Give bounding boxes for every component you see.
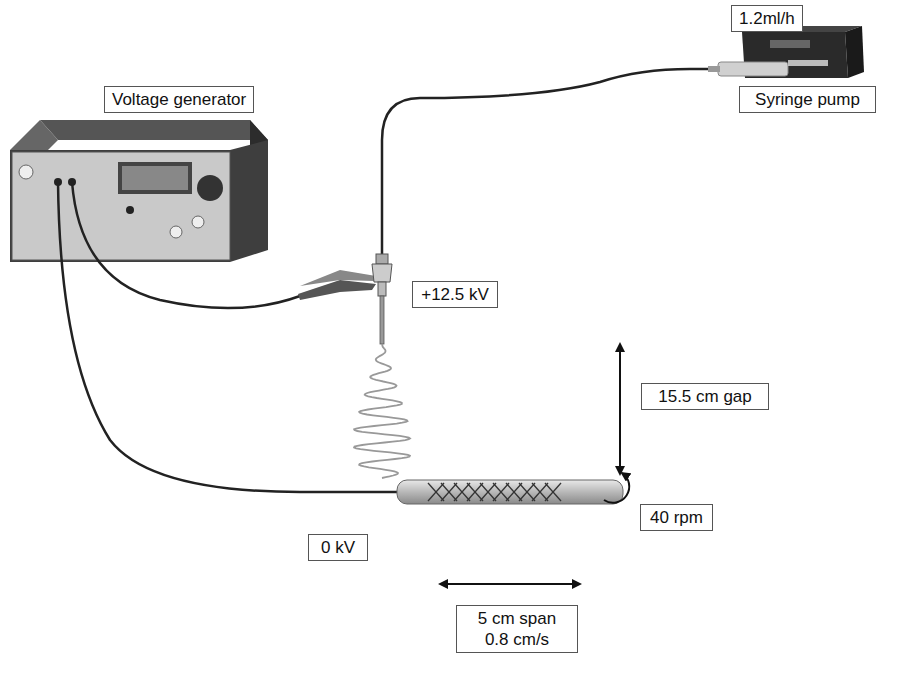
fiber-strand [532, 483, 548, 501]
label-box: 0 kV [308, 534, 368, 561]
label-text: 1.2ml/h [739, 8, 795, 29]
label-text: Voltage generator [112, 89, 246, 110]
label-text: 15.5 cm gap [649, 386, 761, 407]
fiber-strand [441, 483, 457, 501]
label-box: 40 rpm [640, 504, 713, 531]
label-text: 0 kV [316, 537, 360, 558]
label-box: Syringe pump [739, 86, 876, 113]
fiber-strand [506, 483, 522, 501]
fiber-strand [467, 483, 483, 501]
label-box: +12.5 kV [412, 281, 498, 308]
polymer-jet [354, 344, 410, 478]
rotating-collector [397, 473, 629, 504]
fiber-strand [480, 483, 496, 501]
label-box: 15.5 cm gap [641, 383, 769, 410]
fiber-strand [428, 483, 444, 501]
gap-dimension-arrow [619, 344, 621, 474]
syringe-pump [708, 26, 864, 78]
fiber-strand [441, 483, 457, 501]
high-voltage-wire [72, 182, 300, 308]
label-text: Syringe pump [747, 89, 868, 110]
fiber-strand [428, 483, 444, 501]
label-text: 40 rpm [648, 507, 705, 528]
tubing [382, 69, 708, 255]
span-dimension-arrow [440, 583, 580, 585]
fiber-strand [454, 483, 470, 501]
alligator-clip [298, 270, 376, 300]
fiber-strand [519, 483, 535, 501]
fiber-strand [493, 483, 509, 501]
label-text: +12.5 kV [420, 284, 490, 305]
voltage-generator [10, 120, 268, 262]
ground-wire [58, 182, 400, 492]
fiber-strand [493, 483, 509, 501]
rotation-arrow [604, 473, 629, 503]
fiber-strand [532, 483, 548, 501]
label-box: Voltage generator [104, 86, 254, 113]
fiber-strand [506, 483, 522, 501]
fiber-strand [519, 483, 535, 501]
fiber-strand [467, 483, 483, 501]
fiber-strand [480, 483, 496, 501]
fiber-strand [454, 483, 470, 501]
label-box: 1.2ml/h [731, 5, 803, 32]
fiber-mesh [428, 483, 561, 501]
label-text: 5 cm span 0.8 cm/s [464, 608, 570, 650]
label-box: 5 cm span 0.8 cm/s [456, 605, 578, 653]
spinneret-needle [372, 254, 392, 344]
fiber-strand [545, 483, 561, 501]
fiber-strand [545, 483, 561, 501]
